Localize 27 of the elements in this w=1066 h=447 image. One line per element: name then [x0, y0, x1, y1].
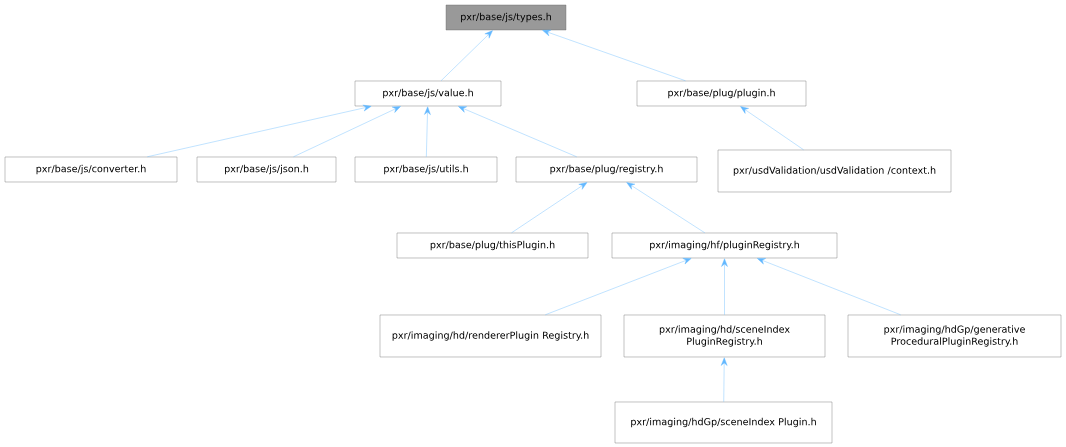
file-box: pxr/base/plug/registry.h — [515, 156, 698, 183]
file-box: pxr/imaging/hd/rendererPlugin Registry.h — [379, 314, 602, 358]
arrow — [626, 182, 705, 233]
arrow — [147, 104, 372, 157]
arrow — [542, 29, 686, 81]
file-box: pxr/usdValidation/usdValidation /context.h — [717, 149, 952, 193]
file-box: pxr/base/plug/plugin.h — [636, 80, 807, 107]
arrow — [720, 357, 728, 402]
file-box: pxr/base/js/utils.h — [354, 156, 498, 183]
file-box: pxr/base/plug/thisPlugin.h — [396, 232, 589, 259]
arrow — [440, 30, 493, 81]
file-box: pxr/base/js/value.h — [354, 80, 502, 107]
file-box: pxr/imaging/hd/sceneIndex PluginRegistry.h — [623, 314, 826, 358]
file-box: pxr/base/js/types.h — [445, 4, 567, 31]
arrow — [293, 106, 401, 157]
file-box: pxr/imaging/hf/pluginRegistry.h — [611, 232, 838, 259]
arrow — [721, 258, 728, 315]
file-box: pxr/imaging/hdGp/generative ProceduralPluginRegistry.h — [847, 314, 1062, 358]
arrow — [740, 106, 804, 150]
file-box: pxr/imaging/hdGp/sceneIndex Plugin.h — [614, 401, 833, 444]
file-box: pxr/base/js/converter.h — [4, 156, 178, 183]
arrow — [424, 106, 431, 157]
arrow — [511, 182, 588, 233]
arrow — [458, 106, 577, 157]
arrow — [545, 258, 692, 315]
file-box: pxr/base/js/json.h — [196, 156, 337, 183]
arrow — [757, 258, 901, 315]
